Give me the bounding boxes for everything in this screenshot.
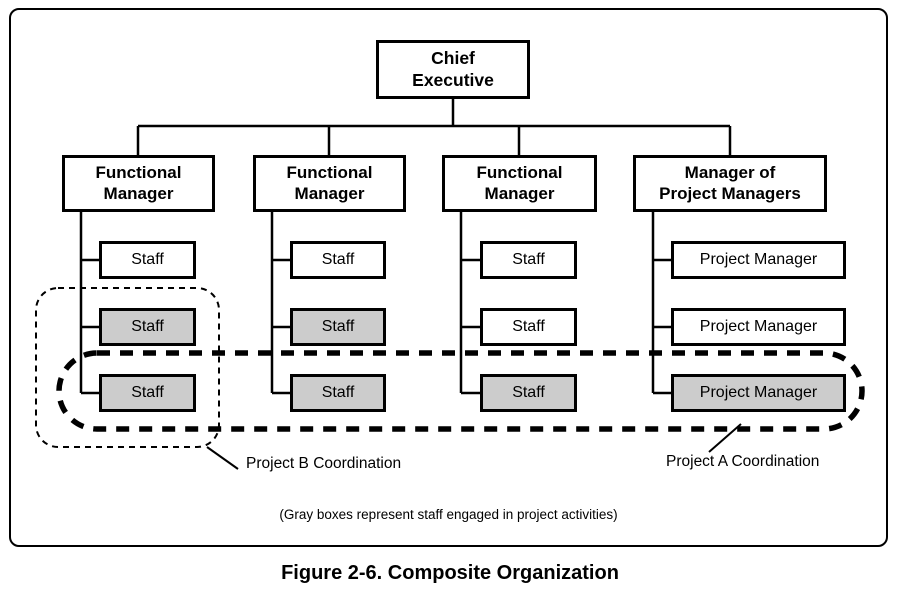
manager-of-project-managers-box: Manager of Project Managers	[633, 155, 827, 212]
staff-box: Staff	[99, 241, 196, 279]
project-manager-box: Project Manager	[671, 308, 846, 346]
project-b-coordination-label: Project B Coordination	[246, 455, 402, 472]
project-manager-box: Project Manager	[671, 374, 846, 412]
manager-label-line1: Manager of	[684, 162, 776, 182]
staff-box: Staff	[480, 374, 577, 412]
staff-box: Staff	[290, 374, 386, 412]
staff-box: Staff	[99, 308, 196, 346]
project-a-coordination-label: Project A Coordination	[666, 453, 820, 470]
functional-manager-2-box: Functional Manager	[253, 155, 406, 212]
manager-label-line1: Functional	[286, 162, 373, 182]
chief-executive-label-line1: Chief	[431, 48, 475, 69]
staff-box: Staff	[290, 308, 386, 346]
staff-box: Staff	[480, 241, 577, 279]
gray-box-note: (Gray boxes represent staff engaged in p…	[279, 507, 618, 522]
manager-label-line1: Functional	[95, 162, 182, 182]
manager-label-line2: Project Managers	[659, 183, 801, 203]
staff-box: Staff	[99, 374, 196, 412]
manager-label-line2: Manager	[294, 183, 365, 203]
chief-executive-box: Chief Executive	[376, 40, 530, 99]
staff-box: Staff	[290, 241, 386, 279]
functional-manager-3-box: Functional Manager	[442, 155, 597, 212]
staff-box: Staff	[480, 308, 577, 346]
manager-label-line2: Manager	[103, 183, 174, 203]
functional-manager-1-box: Functional Manager	[62, 155, 215, 212]
chief-executive-label-line2: Executive	[412, 69, 494, 90]
figure-caption: Figure 2-6. Composite Organization	[281, 562, 619, 584]
project-manager-box: Project Manager	[671, 241, 846, 279]
manager-label-line2: Manager	[484, 183, 555, 203]
manager-label-line1: Functional	[476, 162, 563, 182]
